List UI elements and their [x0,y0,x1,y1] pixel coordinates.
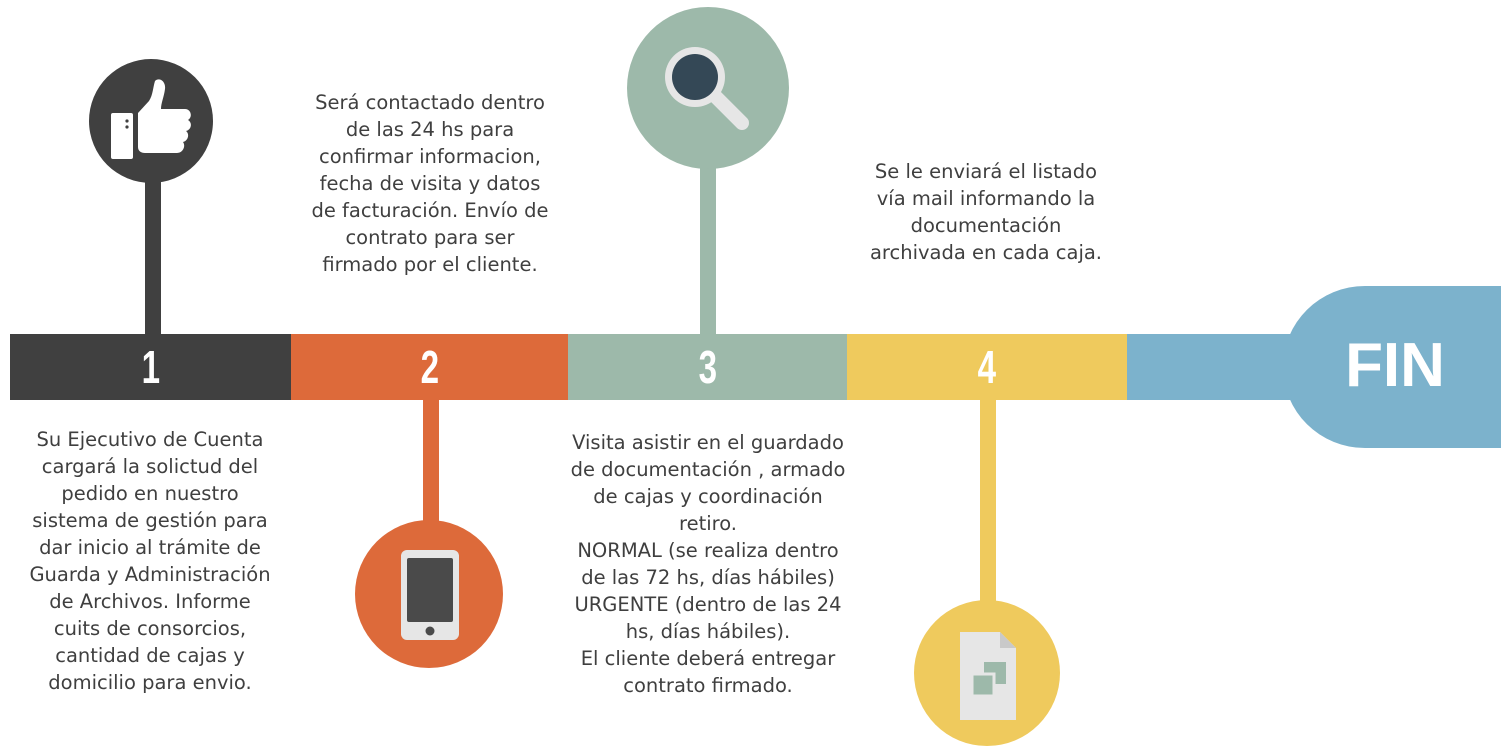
step-2-stem [423,398,439,534]
step-3-description: Visita asistir en el guardado de documen… [570,431,846,697]
step-1-description: Su Ejecutivo de Cuenta cargará la solict… [29,428,271,694]
timeline-segment-3: 3 [568,334,847,400]
step-2-circle [355,520,503,668]
step-1-stem [145,180,161,336]
fin-label: FIN [1345,330,1445,400]
step-3-stem [700,140,716,336]
step-4-circle [914,600,1060,746]
document-icon [960,632,1016,720]
step-4-stem [980,398,996,618]
fin-circle [1283,286,1501,448]
timeline-segment-1: 1 [10,334,291,400]
smartphone-icon [401,550,459,640]
step-3-circle [627,7,789,169]
thumbs-up-icon [111,79,191,159]
step-4-description: Se le enviará el listado vía mail inform… [869,160,1103,264]
step-number-4: 4 [977,341,997,393]
timeline-segment-2: 2 [291,334,568,400]
step-2-description: Será contactado dentro de las 24 hs para… [311,91,549,276]
step-number-1: 1 [141,341,160,393]
step-number-3: 3 [698,341,717,393]
timeline-segment-4: 4 [847,334,1127,400]
step-1-circle [89,59,213,183]
magnifier-icon [665,47,749,130]
step-number-2: 2 [420,341,439,393]
